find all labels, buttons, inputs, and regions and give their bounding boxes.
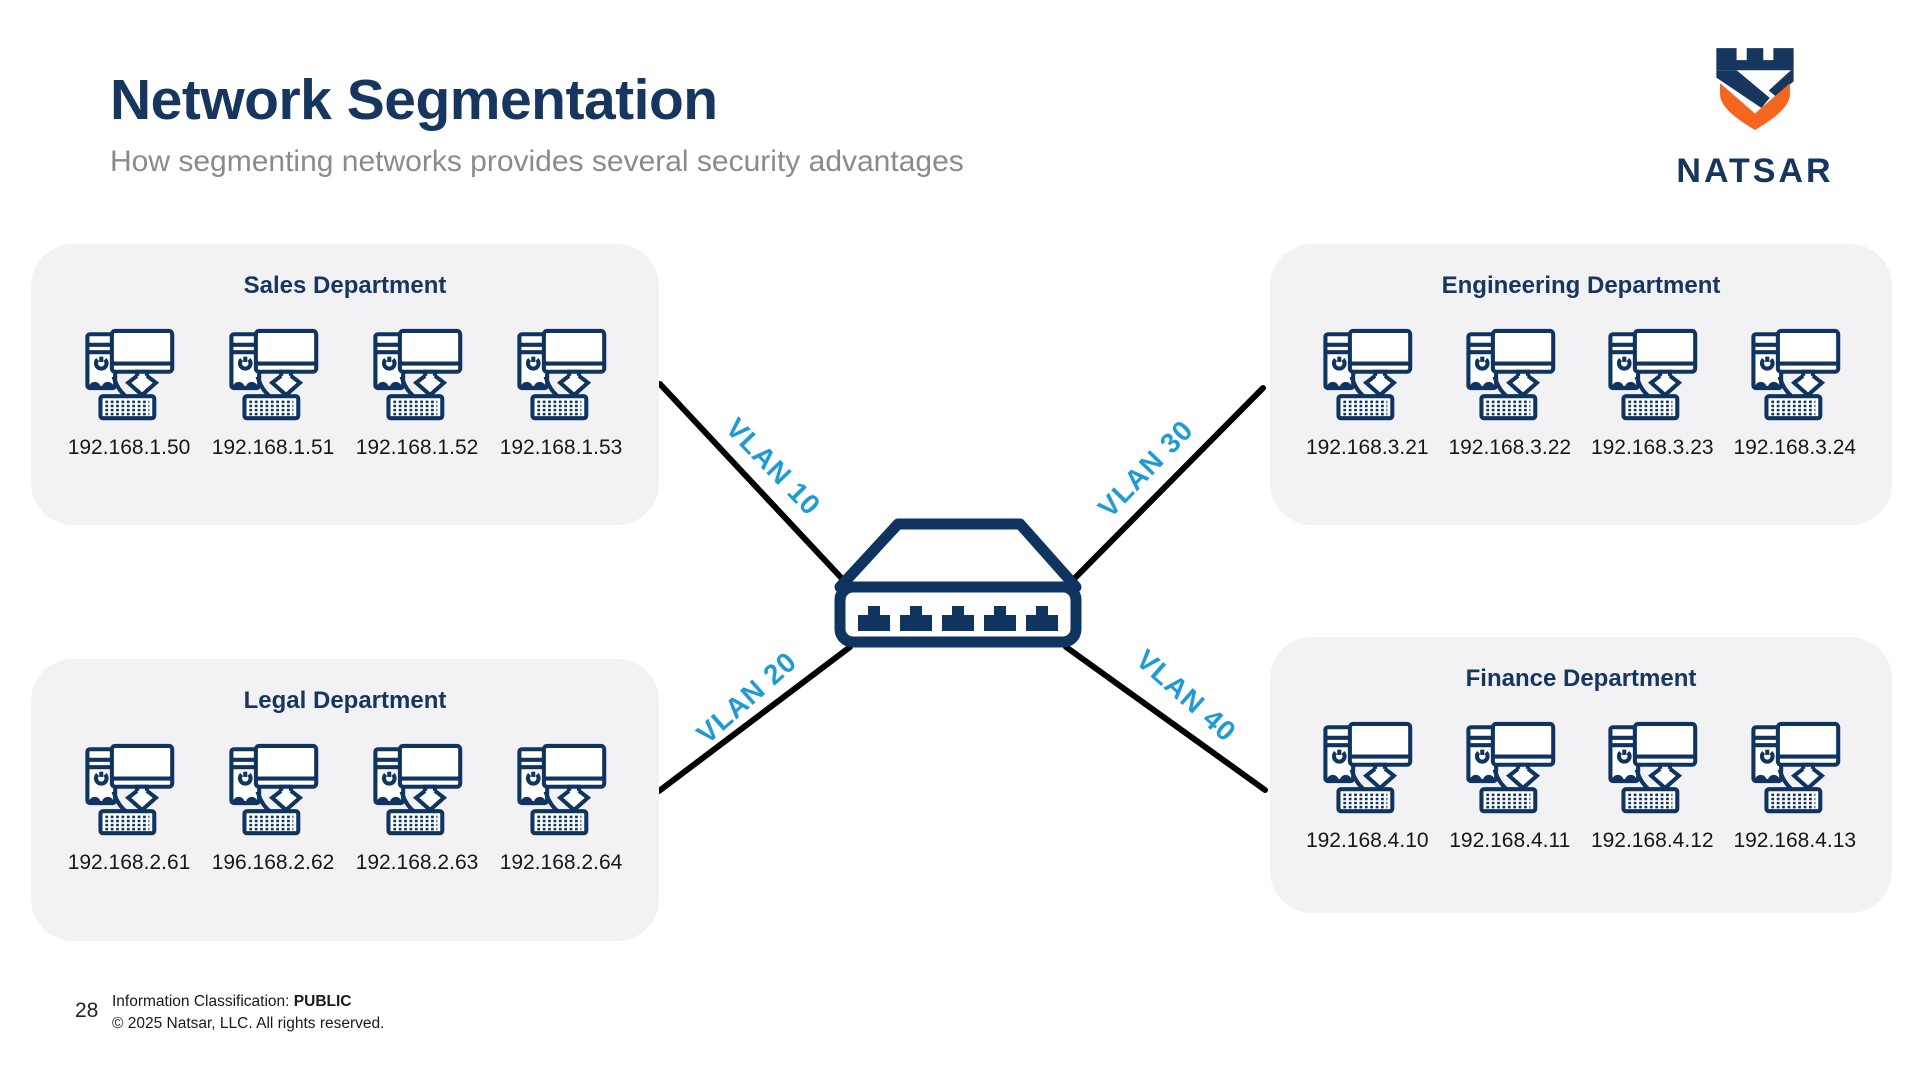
ip-address: 192.168.2.63 [355,851,479,874]
ip-address: 192.168.3.23 [1590,436,1714,459]
workstation: 192.168.4.12 [1581,719,1724,853]
desktop-computer-icon [508,326,614,424]
ip-address: 192.168.4.12 [1590,829,1714,852]
classification-value: PUBLIC [293,993,352,1010]
network-switch-icon [834,518,1082,648]
workstation: 192.168.2.63 [345,741,489,875]
ip-address: 192.168.4.11 [1449,829,1571,852]
ip-address: 192.168.2.61 [67,851,191,874]
workstation: 192.168.2.64 [489,741,633,875]
department-engineering: Engineering Department 192.168.3.21 192.… [1270,244,1892,525]
department-title: Finance Department [1465,665,1697,692]
workstation: 192.168.1.51 [201,326,345,460]
workstation: 196.168.2.62 [201,741,345,875]
workstation: 192.168.1.52 [345,326,489,460]
workstation: 192.168.4.10 [1296,719,1439,853]
desktop-computer-icon [1599,719,1705,817]
castle-shield-icon [1716,48,1794,131]
vlan-10-link [657,381,851,588]
department-title: Legal Department [243,687,447,714]
department-sales: Sales Department 192.168.1.50 192.168.1.… [31,244,659,525]
desktop-computer-icon [1742,719,1848,817]
desktop-computer-icon [364,741,470,839]
brand-name: NATSAR [1676,152,1834,190]
desktop-computer-icon [76,326,182,424]
ip-address: 192.168.3.22 [1448,436,1572,459]
ip-address: 192.168.2.64 [499,851,623,874]
copyright-line: © 2025 Natsar, LLC. All rights reserved. [112,1015,385,1032]
workstation: 192.168.1.53 [489,326,633,460]
desktop-computer-icon [1314,719,1420,817]
switch-ports [858,606,1058,631]
natsar-logo: NATSAR [1650,44,1860,191]
desktop-computer-icon [508,741,614,839]
desktop-computer-icon [1457,719,1563,817]
department-legal: Legal Department 192.168.2.61 196.168.2.… [31,659,659,941]
desktop-computer-icon [1599,326,1705,424]
desktop-computer-icon [1314,326,1420,424]
workstation: 192.168.4.13 [1724,719,1867,853]
workstation: 192.168.3.24 [1724,326,1867,460]
ip-address: 192.168.4.10 [1305,829,1429,852]
workstation: 192.168.3.23 [1581,326,1724,460]
workstation: 192.168.2.61 [57,741,201,875]
ip-address: 192.168.4.13 [1733,829,1857,852]
vlan-20-link [656,644,853,794]
ip-address: 192.168.3.24 [1733,436,1857,459]
ip-address: 196.168.2.62 [211,851,335,874]
ip-address: 192.168.1.53 [499,436,623,459]
vlan-30-link [1065,385,1266,588]
ip-address: 192.168.1.52 [355,436,479,459]
page-number: 28 [75,999,99,1022]
page-title: Network Segmentation [110,68,718,132]
department-finance: Finance Department 192.168.4.10 192.168.… [1270,637,1892,913]
ip-address: 192.168.1.50 [67,436,191,459]
header: Network Segmentation How segmenting netw… [110,72,964,179]
footer: Information Classification: PUBLIC © 202… [112,991,384,1035]
desktop-computer-icon [364,326,470,424]
classification-line: Information Classification: PUBLIC [112,991,384,1013]
ip-address: 192.168.3.21 [1305,436,1429,459]
workstation: 192.168.4.11 [1439,719,1582,853]
workstation: 192.168.1.50 [57,326,201,460]
desktop-computer-icon [220,326,326,424]
workstation: 192.168.3.22 [1439,326,1582,460]
workstation: 192.168.3.21 [1296,326,1439,460]
page-subtitle: How segmenting networks provides several… [110,145,964,178]
desktop-computer-icon [220,741,326,839]
department-title: Engineering Department [1441,272,1721,299]
desktop-computer-icon [76,741,182,839]
department-title: Sales Department [243,272,447,299]
vlan-40-link [1063,644,1268,793]
desktop-computer-icon [1742,326,1848,424]
desktop-computer-icon [1457,326,1563,424]
classification-label: Information Classification: [112,993,290,1010]
ip-address: 192.168.1.51 [211,436,335,459]
